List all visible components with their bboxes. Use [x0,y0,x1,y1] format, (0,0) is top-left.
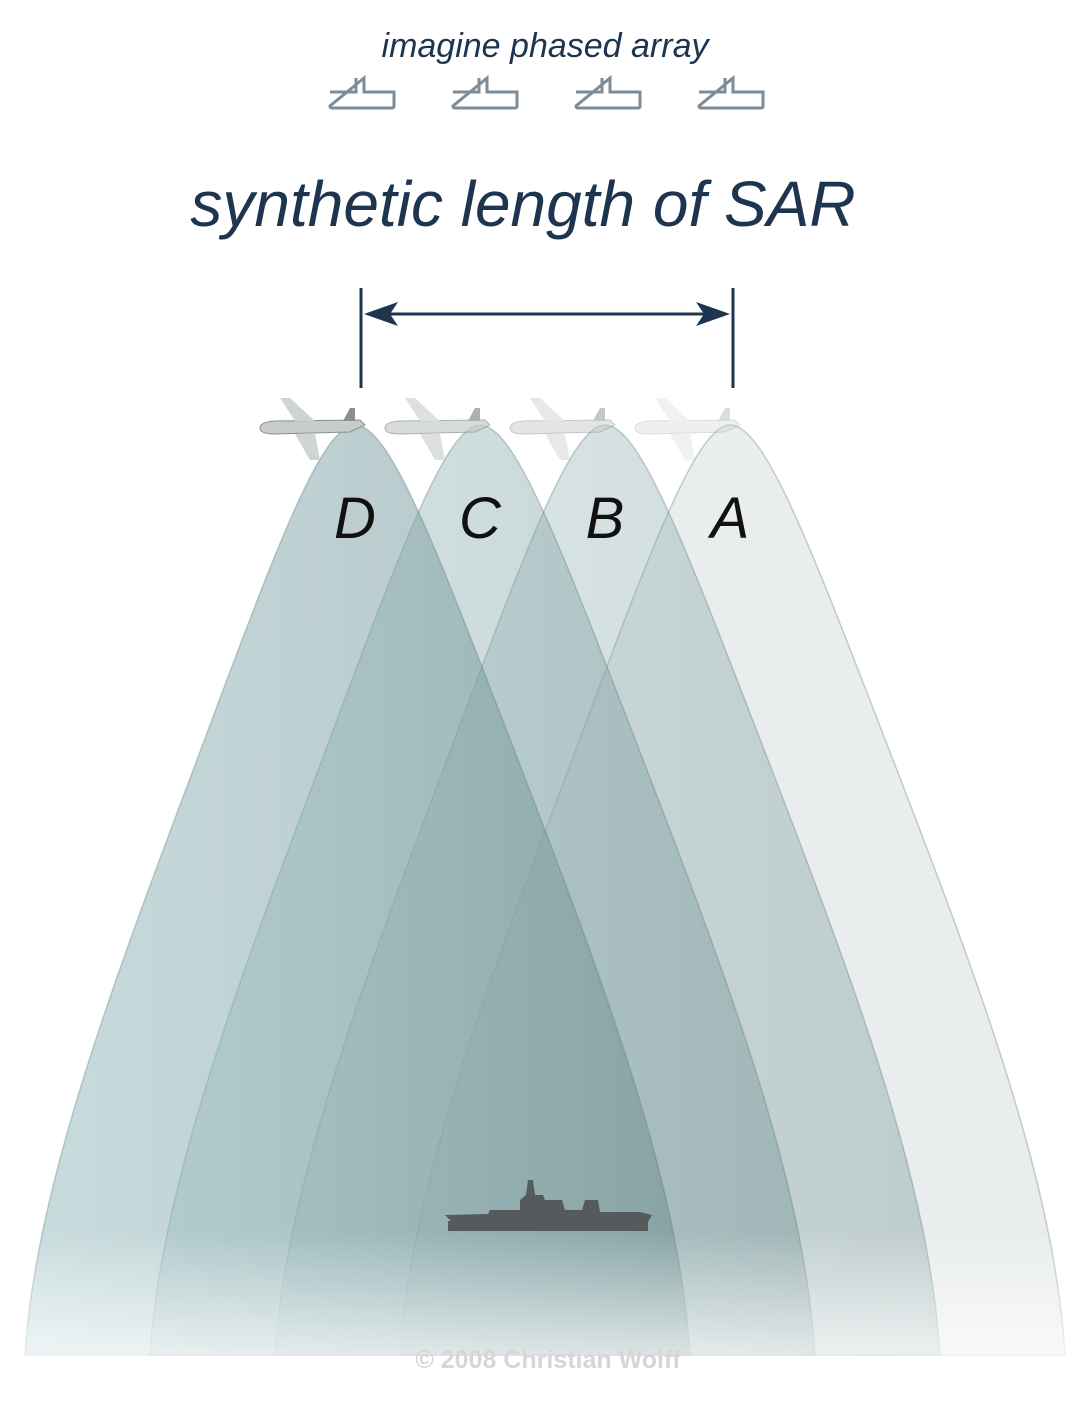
phased-array-caption: imagine phased array [382,27,711,65]
position-label: B [586,486,625,551]
aircraft-positions [259,398,741,460]
airplane-icon [384,398,491,460]
antenna-element-icon [328,74,396,110]
airplane-icon [509,398,616,460]
airplane-icon [259,398,366,460]
position-label: C [459,486,502,551]
antenna-array [328,74,765,110]
airplane-icon [634,398,741,460]
radar-beams [24,424,1066,1356]
position-label: D [334,486,376,551]
antenna-element-icon [697,74,765,110]
copyright-text: © 2008 Christian Wolff [415,1346,681,1374]
ship-target [445,1180,652,1231]
synthetic-length-arrow [359,288,735,388]
antenna-element-icon [574,74,642,110]
bottom-fade [0,1230,1078,1408]
diagram-title: synthetic length of SAR [190,168,855,240]
position-label: A [708,486,750,551]
antenna-element-icon [451,74,519,110]
